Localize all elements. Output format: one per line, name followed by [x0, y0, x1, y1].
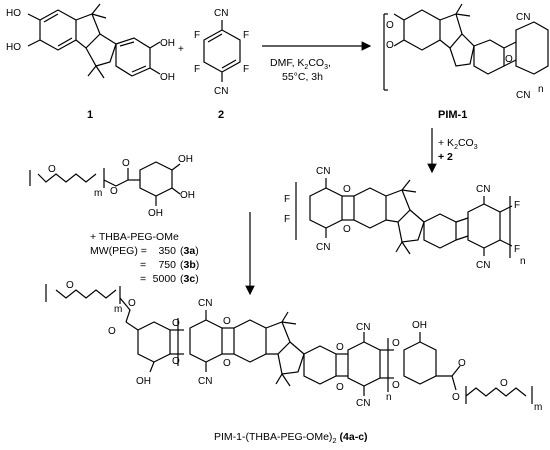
pim1-label: PIM-1 — [438, 109, 467, 121]
cn-label: CN — [316, 166, 330, 177]
cn-label: CN — [198, 376, 212, 387]
o-label: O — [108, 326, 116, 337]
oh-label: OH — [180, 190, 195, 201]
oh-label: OH — [178, 154, 193, 165]
conditions-line-2: 55°C, 3h — [282, 71, 323, 83]
o-label: O — [386, 20, 394, 31]
o-label: O — [172, 356, 180, 367]
o-label: O — [392, 338, 400, 349]
cn-label: CN — [516, 90, 530, 101]
ho-label: HO — [6, 8, 21, 19]
n-label: n — [386, 392, 392, 403]
cn-label: CN — [316, 242, 330, 253]
mw-row-value: 750 — [158, 259, 176, 271]
compound-2-structure: CN CN F F F F — [194, 8, 249, 97]
f-label: F — [194, 30, 200, 41]
mw-row-code: (3b) — [180, 259, 199, 271]
compound-1-label: 1 — [87, 109, 93, 121]
oh-label: OH — [160, 38, 175, 49]
o-label: O — [452, 392, 460, 403]
cn-label: CN — [214, 8, 228, 19]
oh-label: OH — [160, 72, 175, 83]
cn-label: CN — [516, 12, 530, 23]
mw-row-code: (3c) — [180, 273, 199, 285]
o-label: O — [336, 342, 344, 353]
compound-2-label: 2 — [218, 109, 224, 121]
f-terminated-pim1-structure: CN CN F F O O CN CN F F n — [284, 166, 526, 271]
reagent-compound-2: + 2 — [438, 151, 453, 163]
o-label: O — [66, 280, 74, 291]
oh-label: OH — [148, 208, 163, 219]
mw-row-prefix: = — [140, 273, 146, 285]
reagent-k2co3: + K2CO3 — [438, 137, 478, 151]
o-label: O — [336, 382, 344, 393]
mw-row-value: 5000 — [153, 273, 177, 285]
o-label: O — [223, 316, 231, 327]
cn-label: CN — [356, 322, 370, 333]
o-label: O — [343, 224, 351, 235]
mw-row-prefix: MW(PEG) = — [90, 245, 147, 257]
compound-1-structure: HO HO OH OH — [6, 3, 175, 83]
final-product-structure: O m O O OH O O CN CN O O — [45, 280, 542, 413]
o-label: O — [128, 298, 136, 309]
o-label: O — [392, 380, 400, 391]
cn-label: CN — [476, 260, 490, 271]
f-label: F — [284, 214, 290, 225]
pim1-structure: O O O CN CN n — [383, 3, 549, 101]
n-label: n — [520, 256, 526, 267]
cn-label: CN — [214, 86, 228, 97]
oh-label: OH — [412, 320, 427, 331]
f-label: F — [243, 64, 249, 75]
f-label: F — [284, 194, 290, 205]
o-label: O — [343, 184, 351, 195]
mw-row-prefix: = — [140, 259, 146, 271]
oh-label: OH — [136, 376, 151, 387]
plus-sign: + — [178, 44, 184, 55]
f-label: F — [514, 200, 520, 211]
m-label: m — [94, 188, 102, 199]
o-label: O — [110, 186, 118, 197]
thba-peg-reagent-structure: O m O O OH OH OH — [29, 154, 195, 219]
cn-label: CN — [476, 184, 490, 195]
o-label: O — [386, 40, 394, 51]
reagent-name: + THBA-PEG-OMe — [90, 231, 179, 243]
o-label: O — [122, 158, 130, 169]
conditions-line-1: DMF, K2CO3, — [270, 57, 331, 71]
mw-row-code: (3a) — [180, 245, 199, 257]
cn-label: CN — [356, 398, 370, 409]
o-label: O — [500, 378, 508, 389]
f-label: F — [194, 64, 200, 75]
m-label: m — [534, 402, 542, 413]
o-label: O — [48, 164, 56, 175]
ho-label: HO — [6, 42, 21, 53]
f-label: F — [514, 244, 520, 255]
mw-table: MW(PEG) = 350 (3a) = 750 (3b) = 5000 (3c… — [90, 245, 199, 285]
o-label: O — [505, 54, 513, 65]
o-label: O — [458, 358, 466, 369]
m-label: m — [114, 304, 122, 315]
f-label: F — [243, 30, 249, 41]
o-label: O — [172, 318, 180, 329]
mw-row-value: 350 — [158, 245, 176, 257]
n-label: n — [538, 84, 544, 95]
o-label: O — [223, 358, 231, 369]
cn-label: CN — [198, 298, 212, 309]
product-name: PIM-1-(THBA-PEG-OMe)2 (4a-c) — [214, 431, 368, 445]
